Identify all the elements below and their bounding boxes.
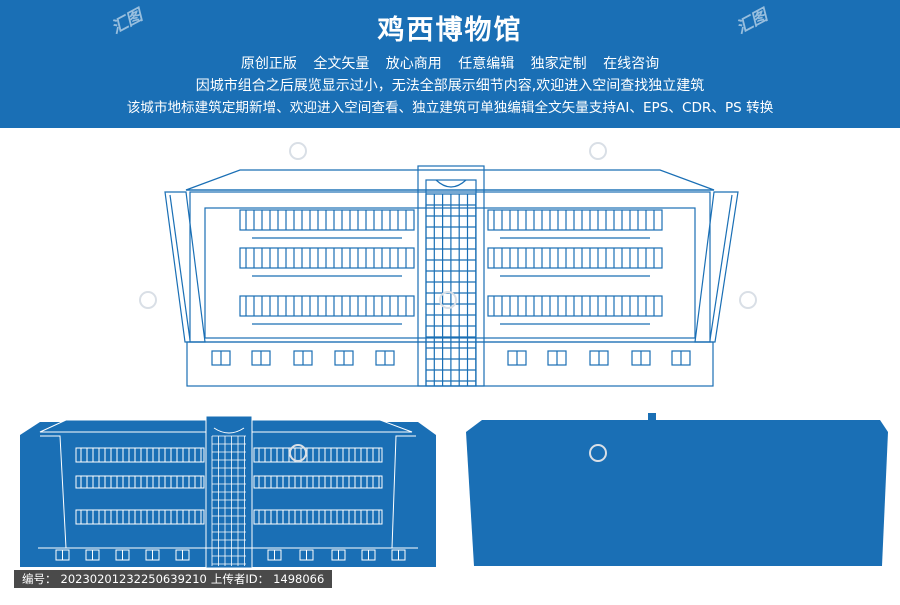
floor-band [75,475,205,489]
filled-base-windows [55,549,406,561]
floor-bands-left [239,209,415,325]
id-label: 编号： [22,572,57,586]
floor-band [253,509,383,525]
museum-filled-drawing [20,415,436,569]
building-illustration [20,142,888,569]
museum-silhouette [466,413,888,566]
museum-outline-drawing [164,165,739,387]
floor-band [239,209,415,231]
floor-band [75,447,205,463]
floor-band [239,247,415,269]
floor-band [253,447,383,463]
floor-bands-right [487,209,663,325]
tower-window-grid [425,193,477,386]
floor-band [487,295,663,317]
floor-band [487,247,663,269]
filled-floor-bands [40,435,416,549]
floor-band [487,209,663,231]
floor-band [253,475,383,489]
faint-watermarks [139,142,757,462]
floor-band [75,509,205,525]
features-line: 原创正版 全文矢量 放心商用 任意编辑 独家定制 在线咨询 [240,56,660,72]
floor-band [239,295,415,317]
header-banner: 汇图 汇图 鸡西博物馆 原创正版 全文矢量 放心商用 任意编辑 独家定制 在线咨… [0,0,900,128]
notice-line: 因城市组合之后展览显示过小，无法全部展示细节内容,欢迎进入空间查找独立建筑 [195,78,705,94]
uploader-value: 1498066 [273,572,325,586]
uploader-label: 上传者ID： [210,572,270,586]
info-line: 该城市地标建筑定期新增、欢迎进入空间查看、独立建筑可单独编辑全文矢量支持AI、E… [126,100,774,116]
base-windows [211,350,691,366]
id-value: 20230201232250639210 [60,572,207,586]
page-title: 鸡西博物馆 [377,15,523,46]
